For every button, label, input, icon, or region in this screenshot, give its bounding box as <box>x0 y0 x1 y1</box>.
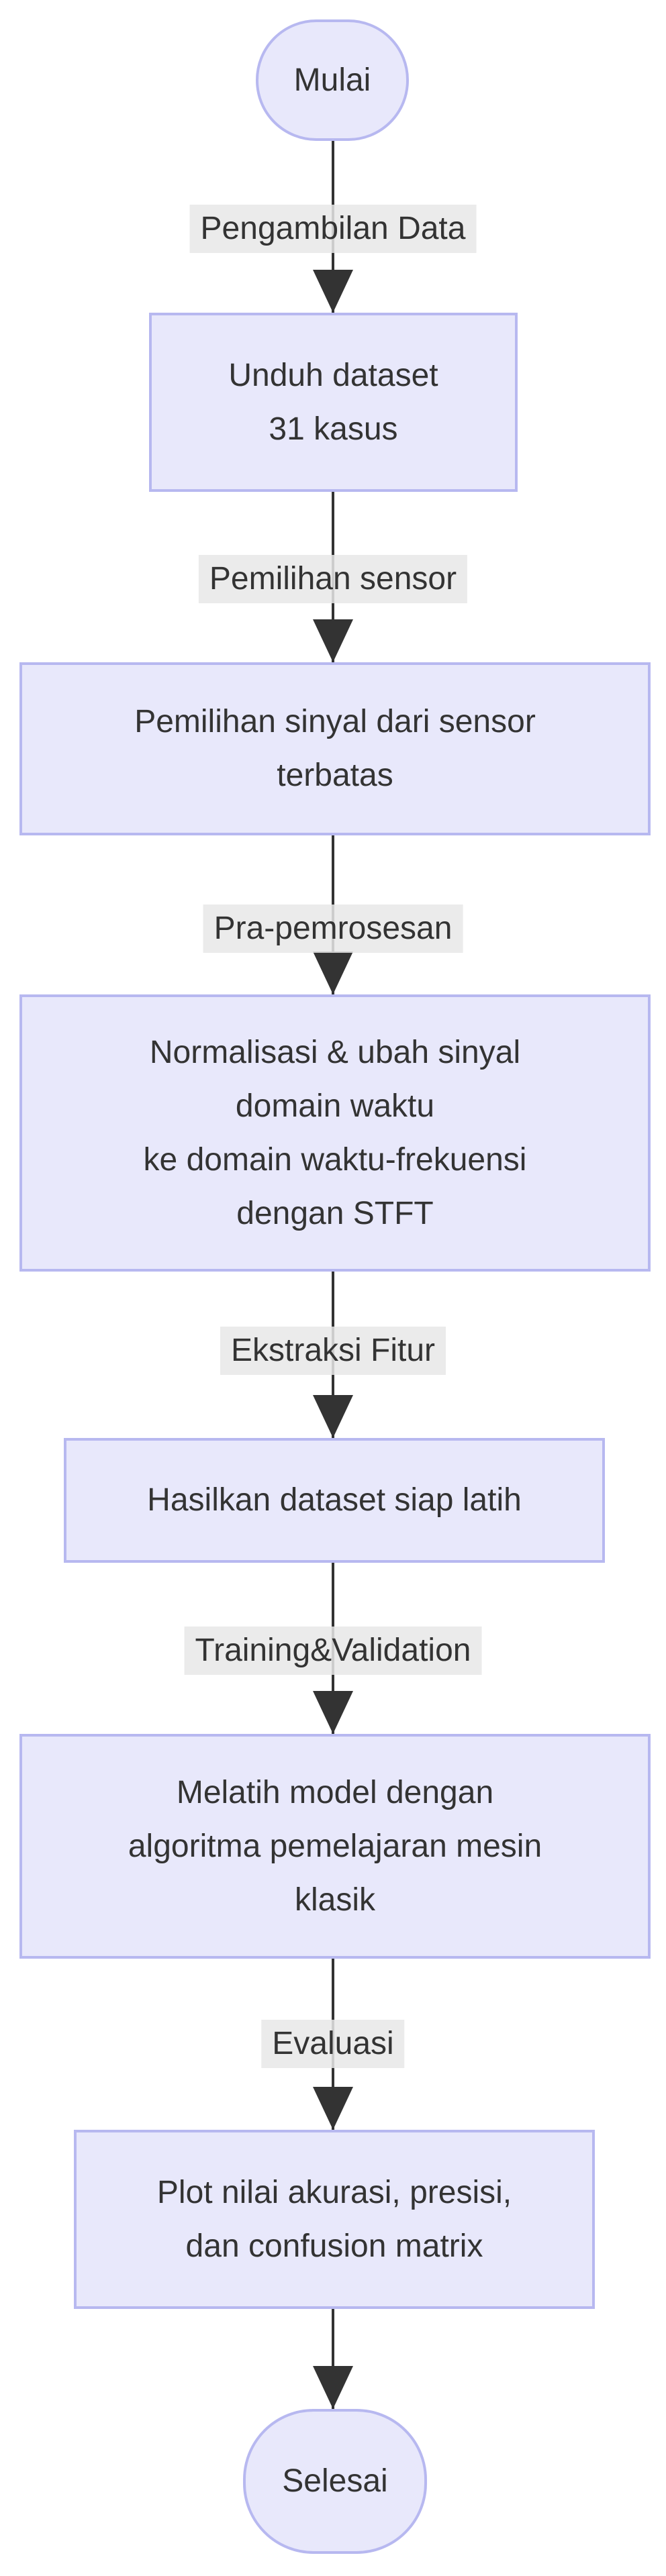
node-plot-results-label: Plot nilai akurasi, presisi, dan confusi… <box>156 2174 512 2264</box>
node-dataset-ready: Hasilkan dataset siap latih <box>64 1438 605 1563</box>
arrowhead-icon <box>313 2087 353 2130</box>
arrowhead-icon <box>313 1691 353 1734</box>
edge-label-pengambilan-data: Pengambilan Data <box>189 205 477 253</box>
node-signal-selection: Pemilihan sinyal dari sensor terbatas <box>19 662 651 835</box>
edge-label-pra-pemrosesan: Pra-pemrosesan <box>203 905 463 953</box>
node-train-model-label: Melatih model dengan algoritma pemelajar… <box>128 1774 542 1918</box>
node-plot-results: Plot nilai akurasi, presisi, dan confusi… <box>74 2130 595 2309</box>
edge-label-evaluasi: Evaluasi <box>261 2020 405 2068</box>
edge-label-training-validation: Training&Validation <box>184 1627 482 1675</box>
node-start: Mulai <box>256 19 409 141</box>
edge-label-pemilihan-sensor: Pemilihan sensor <box>198 555 468 603</box>
edge-line-plot-end <box>332 2309 334 2409</box>
node-start-label: Mulai <box>293 62 371 98</box>
node-end-label: Selesai <box>282 2463 388 2499</box>
node-download-dataset: Unduh dataset 31 kasus <box>149 313 518 492</box>
arrowhead-icon <box>313 1395 353 1438</box>
node-preprocessing: Normalisasi & ubah sinyal domain waktu k… <box>19 994 651 1272</box>
arrowhead-icon <box>313 951 353 994</box>
node-signal-selection-label: Pemilihan sinyal dari sensor terbatas <box>134 704 536 793</box>
node-download-dataset-label: Unduh dataset 31 kasus <box>228 357 438 447</box>
node-train-model: Melatih model dengan algoritma pemelajar… <box>19 1734 651 1959</box>
arrowhead-icon <box>313 619 353 662</box>
edge-label-ekstraksi-fitur: Ekstraksi Fitur <box>220 1327 446 1375</box>
arrowhead-icon <box>313 270 353 313</box>
arrowhead-icon <box>313 2366 353 2409</box>
node-end: Selesai <box>243 2409 427 2554</box>
node-dataset-ready-label: Hasilkan dataset siap latih <box>147 1482 522 1518</box>
node-preprocessing-label: Normalisasi & ubah sinyal domain waktu k… <box>143 1034 527 1231</box>
